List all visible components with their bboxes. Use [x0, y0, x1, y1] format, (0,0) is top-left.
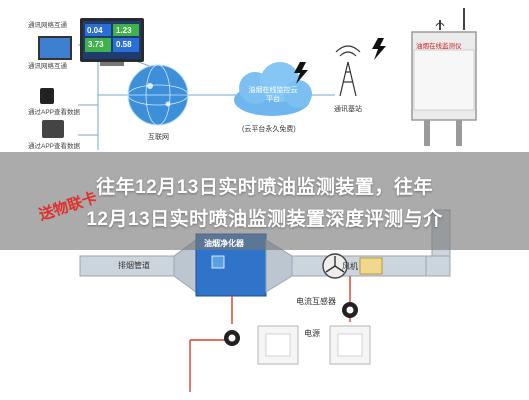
- lightning-icon: [294, 62, 308, 84]
- device-label: 通讯网络互通: [28, 63, 67, 70]
- device-label: 通过APP查看数据: [28, 109, 81, 116]
- fan-label: 风机: [342, 262, 358, 271]
- globe-icon: [127, 64, 189, 126]
- title-overlay: [0, 152, 529, 250]
- ct-label: 电流互感器: [296, 297, 336, 306]
- fan-icon: [322, 253, 348, 279]
- lightning-icon-2: [372, 38, 386, 60]
- cloud-icon: [234, 62, 312, 116]
- base-station-label: 通讯基站: [334, 106, 362, 113]
- phone-icon: [40, 88, 54, 104]
- device-label: 通过APP查看数据: [28, 143, 81, 150]
- pipe-label: 排烟管道: [118, 261, 150, 270]
- monitor-value-1: 0.04: [87, 26, 103, 35]
- motor-box: [359, 257, 383, 275]
- cloud-inner-text: 油烟在线监控云平台: [248, 87, 298, 103]
- overlay-title-line2: 12月13日实时喷油监测装置深度评测与介: [86, 209, 443, 230]
- monitor-value-3: 3.73: [88, 40, 104, 49]
- monitor-device: [80, 18, 144, 66]
- internet-label: 互联网: [148, 134, 169, 141]
- monitor-value-2: 1.23: [116, 26, 132, 35]
- cabinet-label: 油烟在线监测仪: [416, 43, 462, 50]
- overlay-title-line1: 往年12月13日实时喷油监测装置，往年: [96, 177, 433, 198]
- device-label: 通讯网络互通: [28, 22, 67, 29]
- current-transformer-icon: [224, 302, 358, 346]
- cloud-caption: (云平台永久免费): [242, 126, 296, 133]
- base-station-icon: [335, 45, 361, 97]
- power-label: 电源: [304, 329, 320, 338]
- purifier-label: 油烟净化器: [204, 239, 244, 248]
- power-outlet-icon: [257, 325, 371, 365]
- tablet-icon: [42, 120, 64, 138]
- desktop-icon: [38, 36, 72, 60]
- monitor-value-4: 0.58: [116, 40, 132, 49]
- cabinet-device: [411, 8, 477, 146]
